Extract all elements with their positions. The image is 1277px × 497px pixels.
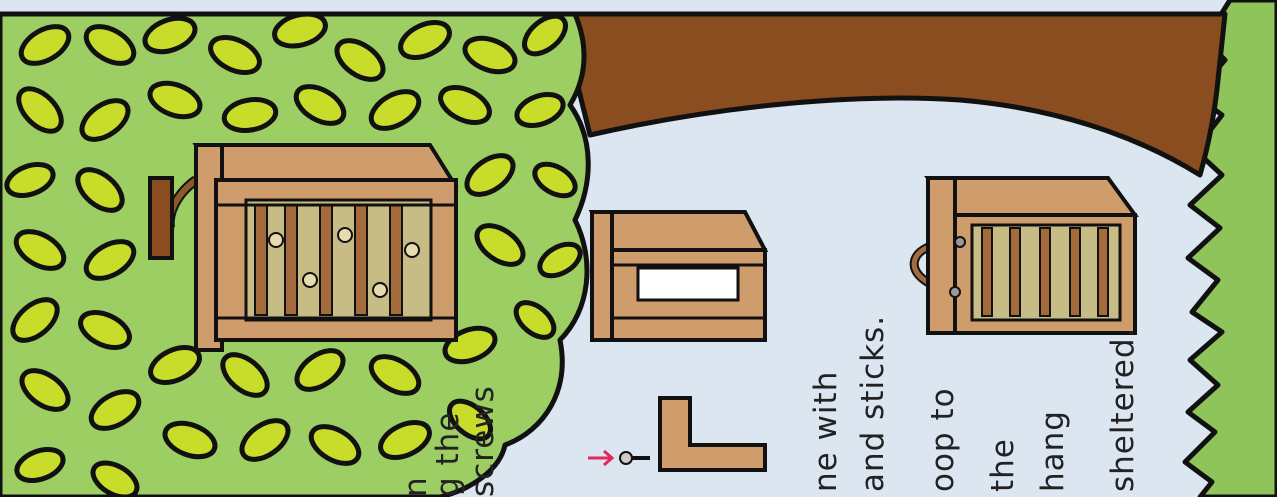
step1-line1: n bbox=[398, 476, 434, 497]
step1-line2: g the bbox=[430, 411, 466, 497]
step2-line1: ne with bbox=[808, 370, 844, 492]
step1-line3: screws bbox=[465, 385, 501, 497]
leaves bbox=[4, 11, 583, 497]
tree-trunk bbox=[557, 11, 1228, 178]
screw-icon bbox=[619, 451, 650, 465]
hanging-bug-hotel bbox=[148, 143, 459, 352]
step3-line3: hang bbox=[1035, 410, 1071, 492]
step2-line2: and sticks. bbox=[855, 314, 891, 492]
corner-bracket bbox=[658, 396, 767, 472]
step3-line1: oop to bbox=[925, 387, 961, 492]
empty-frame bbox=[588, 210, 769, 342]
step3-line2: the bbox=[985, 438, 1021, 492]
filled-bug-hotel bbox=[909, 176, 1139, 335]
arrow-icon bbox=[588, 449, 615, 467]
step3-line4: sheltered. bbox=[1105, 326, 1141, 492]
